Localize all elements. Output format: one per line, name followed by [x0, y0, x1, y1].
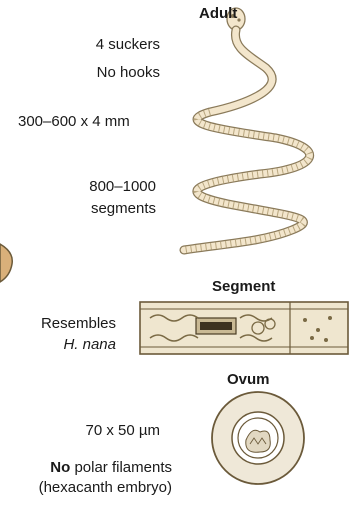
ovum-drawing	[212, 392, 304, 484]
adult-suckers-label: 4 suckers	[96, 36, 160, 54]
ovum-embryo-label: (hexacanth embryo)	[39, 479, 172, 497]
adult-segments-word-label: segments	[91, 200, 156, 218]
segment-species-label: H. nana	[63, 336, 116, 354]
ovum-polar-label: No polar filaments	[50, 459, 172, 477]
cropped-object-left-edge	[0, 244, 12, 282]
adult-size-label: 300–600 x 4 mm	[18, 113, 130, 131]
adult-heading: Adult	[199, 5, 237, 23]
ovum-polar-bold: No	[50, 459, 70, 476]
ovum-polar-rest: polar filaments	[70, 459, 172, 476]
segment-drawing	[140, 302, 348, 354]
adult-hooks-label: No hooks	[97, 64, 160, 82]
adult-segments-count-label: 800–1000	[89, 178, 156, 196]
adult-worm-drawing	[184, 8, 310, 250]
segment-resembles-label: Resembles	[41, 315, 116, 333]
ovum-heading: Ovum	[227, 371, 270, 389]
segment-heading: Segment	[212, 278, 275, 296]
ovum-size-label: 70 x 50 µm	[85, 422, 160, 440]
